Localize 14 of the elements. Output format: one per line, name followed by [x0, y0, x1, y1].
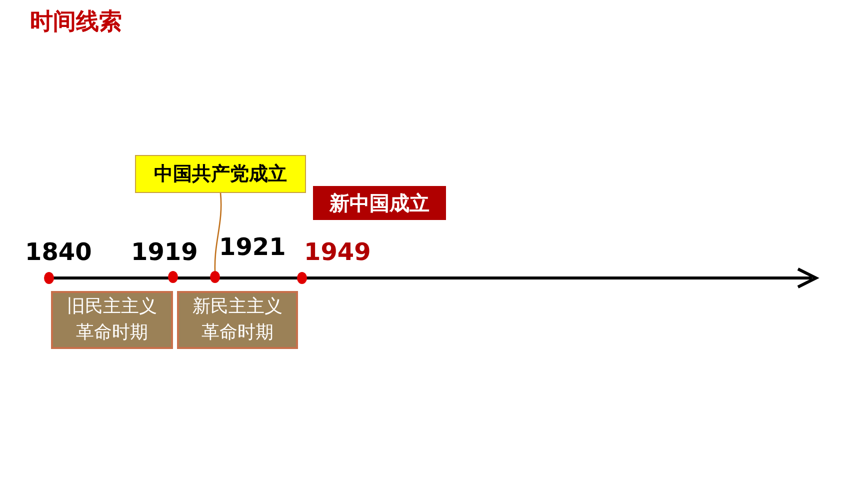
leader-line [214, 192, 222, 271]
event-box: 中国共产党成立 [135, 155, 306, 193]
timeline-dot [210, 271, 220, 283]
event-box: 新中国成立 [313, 186, 446, 220]
period-box: 旧民主主义革命时期 [51, 291, 173, 349]
year-label: 1921 [219, 233, 286, 261]
timeline-dot [44, 272, 54, 284]
title: 时间线索 [30, 8, 122, 37]
period-box: 新民主主义革命时期 [177, 291, 298, 349]
year-label: 1840 [25, 238, 92, 266]
year-label: 1949 [304, 238, 371, 266]
year-label: 1919 [131, 238, 198, 266]
timeline-dot [168, 271, 178, 283]
timeline-dot [297, 272, 307, 284]
